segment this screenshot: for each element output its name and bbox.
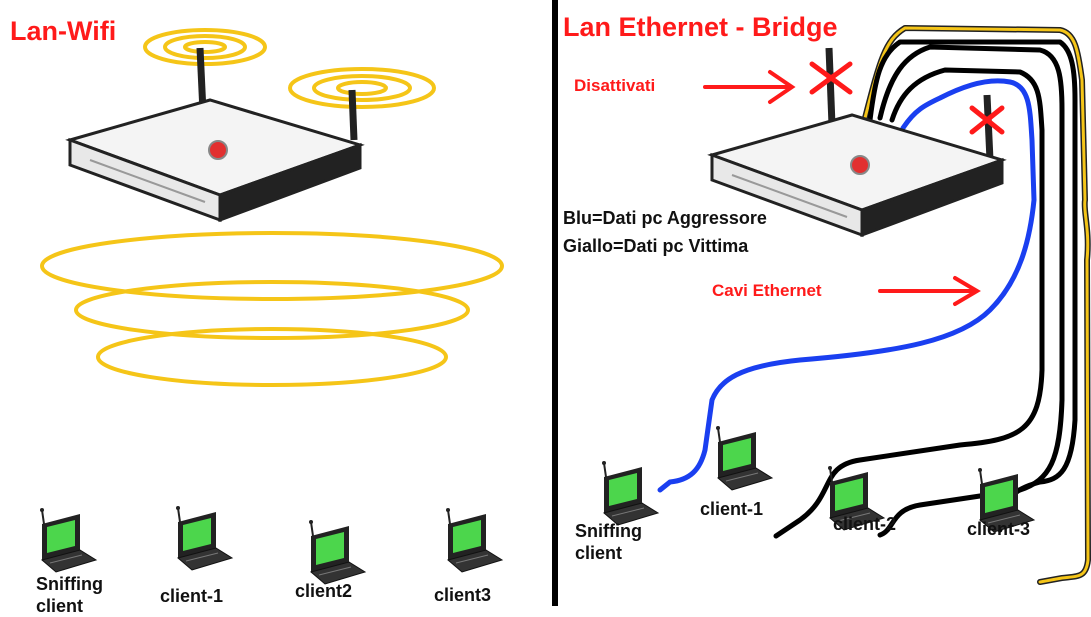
panel-divider (552, 0, 558, 606)
left-panel-title: Lan-Wifi (10, 16, 117, 46)
legend-blue: Blu=Dati pc Aggressore (563, 208, 767, 228)
router-icon (68, 98, 362, 222)
client-label: client2 (295, 581, 353, 601)
x-mark-icon (809, 61, 853, 95)
laptop-icon (601, 460, 659, 526)
laptop-icon (308, 519, 366, 585)
client-label: client3 (434, 585, 492, 605)
attacker-cable (657, 78, 1037, 493)
left-clients (39, 505, 503, 585)
wifi-waves-icon (40, 231, 504, 387)
victim-cable (863, 26, 1090, 584)
ethernet-cables (657, 25, 1091, 585)
arrow-right-icon (878, 276, 981, 306)
laptop-icon (445, 507, 503, 573)
cables-label: Cavi Ethernet (712, 281, 822, 300)
client-label: client-3 (967, 519, 1031, 539)
legend-yellow: Giallo=Dati pc Vittima (563, 236, 749, 256)
wifi-router (68, 28, 436, 222)
laptop-icon (175, 505, 233, 571)
x-mark-icon (969, 105, 1005, 135)
arrow-right-icon (703, 70, 796, 104)
wifi-signal-icon (143, 28, 436, 109)
laptop-icon (715, 425, 773, 491)
laptop-icon (39, 507, 97, 573)
client-label: client-2 (833, 514, 897, 534)
bridge-router (710, 47, 1005, 237)
client-label: client-1 (160, 586, 224, 606)
right-panel-title: Lan Ethernet - Bridge (563, 12, 838, 42)
client-label: client-1 (700, 499, 764, 519)
disabled-label: Disattivati (574, 76, 656, 95)
